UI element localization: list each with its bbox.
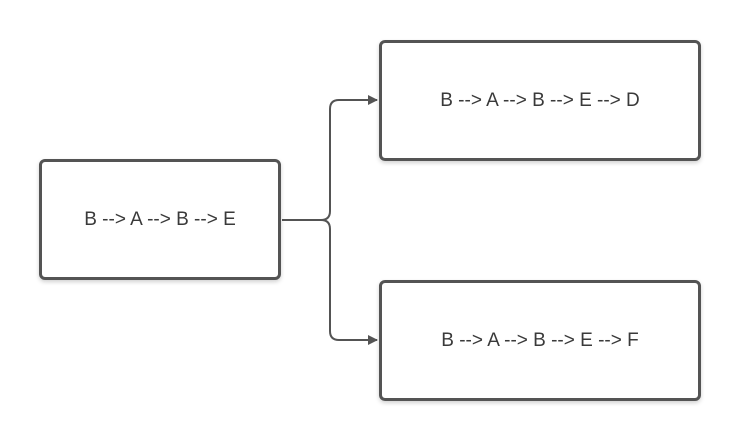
connector-root-to-bottom bbox=[282, 219, 378, 345]
node-root-label: B --> A --> B --> E bbox=[84, 208, 236, 230]
node-root[interactable]: B --> A --> B --> E bbox=[39, 159, 281, 280]
connector-root-to-top bbox=[282, 95, 378, 221]
node-bottom-label: B --> A --> B --> E --> F bbox=[441, 329, 639, 351]
node-bottom[interactable]: B --> A --> B --> E --> F bbox=[379, 280, 701, 401]
node-top-label: B --> A --> B --> E --> D bbox=[440, 89, 640, 111]
node-top[interactable]: B --> A --> B --> E --> D bbox=[379, 40, 701, 161]
